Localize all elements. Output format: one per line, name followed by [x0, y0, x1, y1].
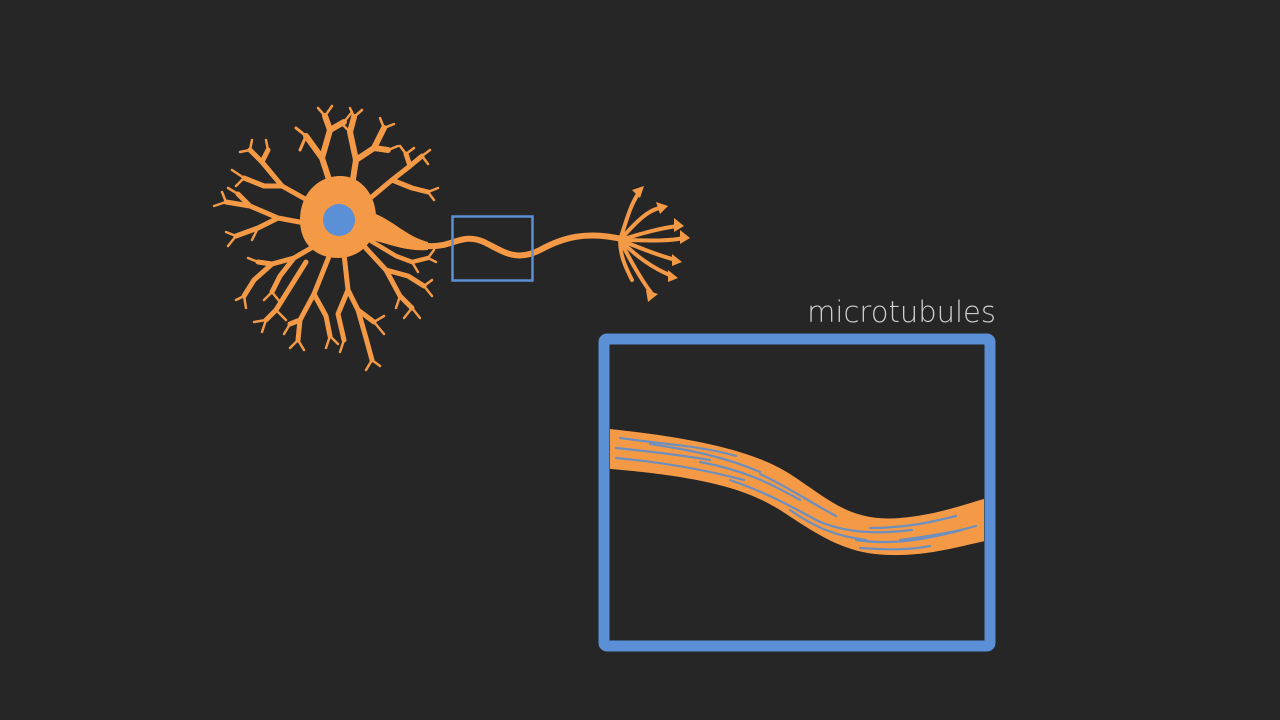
microtubules [614, 436, 978, 551]
axon-terminals [618, 192, 686, 296]
magnified-inset [598, 333, 996, 652]
microtubules-label: microtubules [807, 295, 996, 329]
terminal-boutons [632, 186, 690, 302]
microtubule [618, 436, 738, 458]
microtubule [814, 518, 914, 534]
microtubule [614, 456, 746, 482]
microtubule [698, 460, 802, 502]
magnified-axon [610, 429, 984, 556]
microtubule [898, 524, 978, 542]
dendrites [212, 104, 440, 372]
microtubule [788, 508, 868, 542]
microtubule [858, 544, 932, 551]
axon-highlight-box [451, 215, 534, 282]
microtubule [728, 478, 822, 524]
inset-frame [598, 333, 996, 652]
microtubule [614, 446, 712, 462]
microtubule [648, 442, 762, 474]
nucleus-circle [323, 204, 355, 236]
microtubule [758, 472, 838, 518]
neuron-illustration [212, 104, 690, 372]
microtubule [868, 514, 958, 530]
inset-content [610, 429, 984, 556]
axon-hillock [362, 210, 428, 251]
